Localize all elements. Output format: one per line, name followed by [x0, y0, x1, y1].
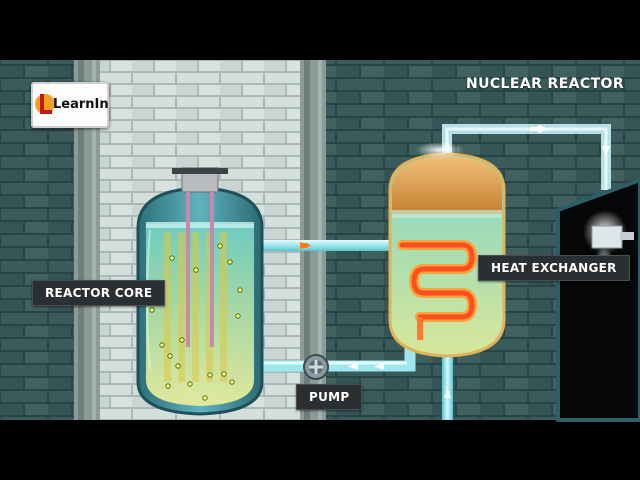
reactor-vessel [136, 167, 264, 416]
heat-exchanger [388, 142, 506, 358]
steam-dome [392, 156, 502, 214]
logo-text: LearnIn [53, 97, 109, 112]
diagram-title: NUCLEAR REACTOR [466, 76, 625, 92]
feedwater-pipe [442, 350, 453, 420]
control-rod [210, 192, 214, 347]
turbine-icon [591, 225, 623, 249]
hot-coolant-pipe [262, 240, 402, 251]
pump [303, 354, 329, 380]
flow-arrow-left-icon [374, 363, 384, 370]
steam-arrow-down-icon [602, 146, 610, 156]
turbine-house [556, 177, 640, 422]
learnin-logo-icon [35, 94, 55, 114]
steam-arrow-right-icon [538, 125, 550, 133]
control-rod [186, 192, 190, 347]
learnin-logo: LearnIn [31, 82, 109, 128]
fuel-rods [164, 232, 227, 382]
heat-exchanger-label: HEAT EXCHANGER [478, 255, 630, 281]
control-rod-cap [172, 168, 228, 174]
reactor-core-label: REACTOR CORE [32, 280, 166, 306]
pump-label: PUMP [296, 384, 363, 410]
